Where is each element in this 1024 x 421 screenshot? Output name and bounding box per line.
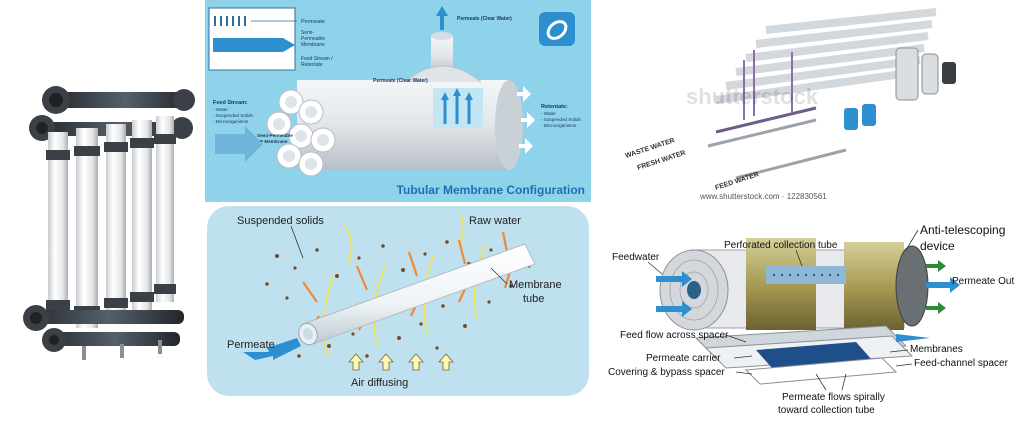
- uf-label-2: UF Membrane: [257, 139, 288, 144]
- feed-item-3: - Microorganisms: [213, 119, 249, 124]
- tubular-app-icon: [539, 12, 575, 46]
- permeate-out-label: Permeate Out: [952, 276, 1014, 287]
- anti-telescoping-label-1: Anti-telescoping: [920, 223, 1005, 237]
- feed-water-label: FEED WATER: [714, 171, 759, 192]
- air-diffusing-diagram: Suspended solids Raw water Membrane tube…: [227, 213, 562, 389]
- plant-illustration-panel: shutterstock WASTE WATER FRESH WATER FEE…: [596, 0, 1024, 202]
- uf-label-1: Semi-Permeable: [257, 133, 293, 138]
- tubular-membrane-diagram: Permeate Semi- Permeable Membrane Feed S…: [208, 6, 585, 197]
- feed-channel-label: Feed-channel spacer: [914, 358, 1009, 369]
- inset-permeate-label: Permeate: [301, 19, 325, 25]
- raw-water-label: Raw water: [469, 215, 521, 227]
- retentate-item-2: - Suspended Solids: [541, 117, 582, 122]
- feed-item-1: - Water: [213, 107, 228, 112]
- uf-module-photo: [20, 70, 200, 360]
- watermark-text: shutterstock: [686, 84, 819, 109]
- inset-semi-label-2: Permeable: [301, 36, 325, 42]
- air-diffusing-label: Air diffusing: [351, 377, 408, 389]
- inset-semi-label-1: Semi-: [301, 30, 314, 36]
- feed-flow-label: Feed flow across spacer: [620, 330, 729, 341]
- spiral-wound-diagram: Anti-telescoping device Feedwater Perfor…: [608, 223, 1014, 416]
- plant-illustration: shutterstock WASTE WATER FRESH WATER FEE…: [624, 8, 956, 201]
- feed-arrow: [215, 126, 263, 162]
- permeate-top-label: Permeate (Clear Water): [457, 16, 512, 22]
- air-diffusing-panel: Suspended solids Raw water Membrane tube…: [207, 206, 589, 396]
- inset-semi-label-3: Membrane: [301, 42, 325, 48]
- permeate-arrow: [243, 338, 301, 360]
- membrane-tube-label-2: tube: [523, 293, 544, 305]
- feedwater-label: Feedwater: [612, 252, 660, 263]
- retentate-head: Retentate:: [541, 104, 568, 110]
- permeate-flows-label-2: toward collection tube: [778, 405, 875, 416]
- tubular-membrane-panel: Permeate Semi- Permeable Membrane Feed S…: [205, 0, 591, 202]
- feed-item-2: - Suspended Solids: [213, 113, 254, 118]
- feed-stream-head: Feed Stream:: [213, 100, 248, 106]
- membrane-tube-label-1: Membrane: [509, 279, 562, 291]
- uf-module-illustration: [23, 86, 195, 360]
- inset-feed-label-1: Feed Stream /: [301, 56, 333, 62]
- retentate-item-1: - Water: [541, 111, 556, 116]
- membrane-tube-shape: [302, 243, 536, 345]
- suspended-solids-label: Suspended solids: [237, 215, 324, 227]
- perforated-tube-label: Perforated collection tube: [724, 240, 838, 251]
- retentate-item-3: - Microorganisms: [541, 123, 577, 128]
- spiral-wound-panel: Anti-telescoping device Feedwater Perfor…: [596, 208, 1024, 421]
- permeate-flows-label-1: Permeate flows spirally: [782, 392, 885, 403]
- inset-feed-label-2: Retentate: [301, 62, 323, 68]
- covering-label: Covering & bypass spacer: [608, 367, 725, 378]
- tubular-title: Tubular Membrane Configuration: [397, 183, 585, 197]
- permeate-label: Permeate: [227, 339, 275, 351]
- stock-credit: www.shutterstock.com · 122830561: [699, 192, 827, 201]
- membranes-label: Membranes: [910, 344, 963, 355]
- permeate-mid-label: Permeate (Clear Water): [373, 78, 428, 84]
- anti-telescoping-label-2: device: [920, 239, 955, 253]
- permeate-carrier-label: Permeate carrier: [646, 353, 721, 364]
